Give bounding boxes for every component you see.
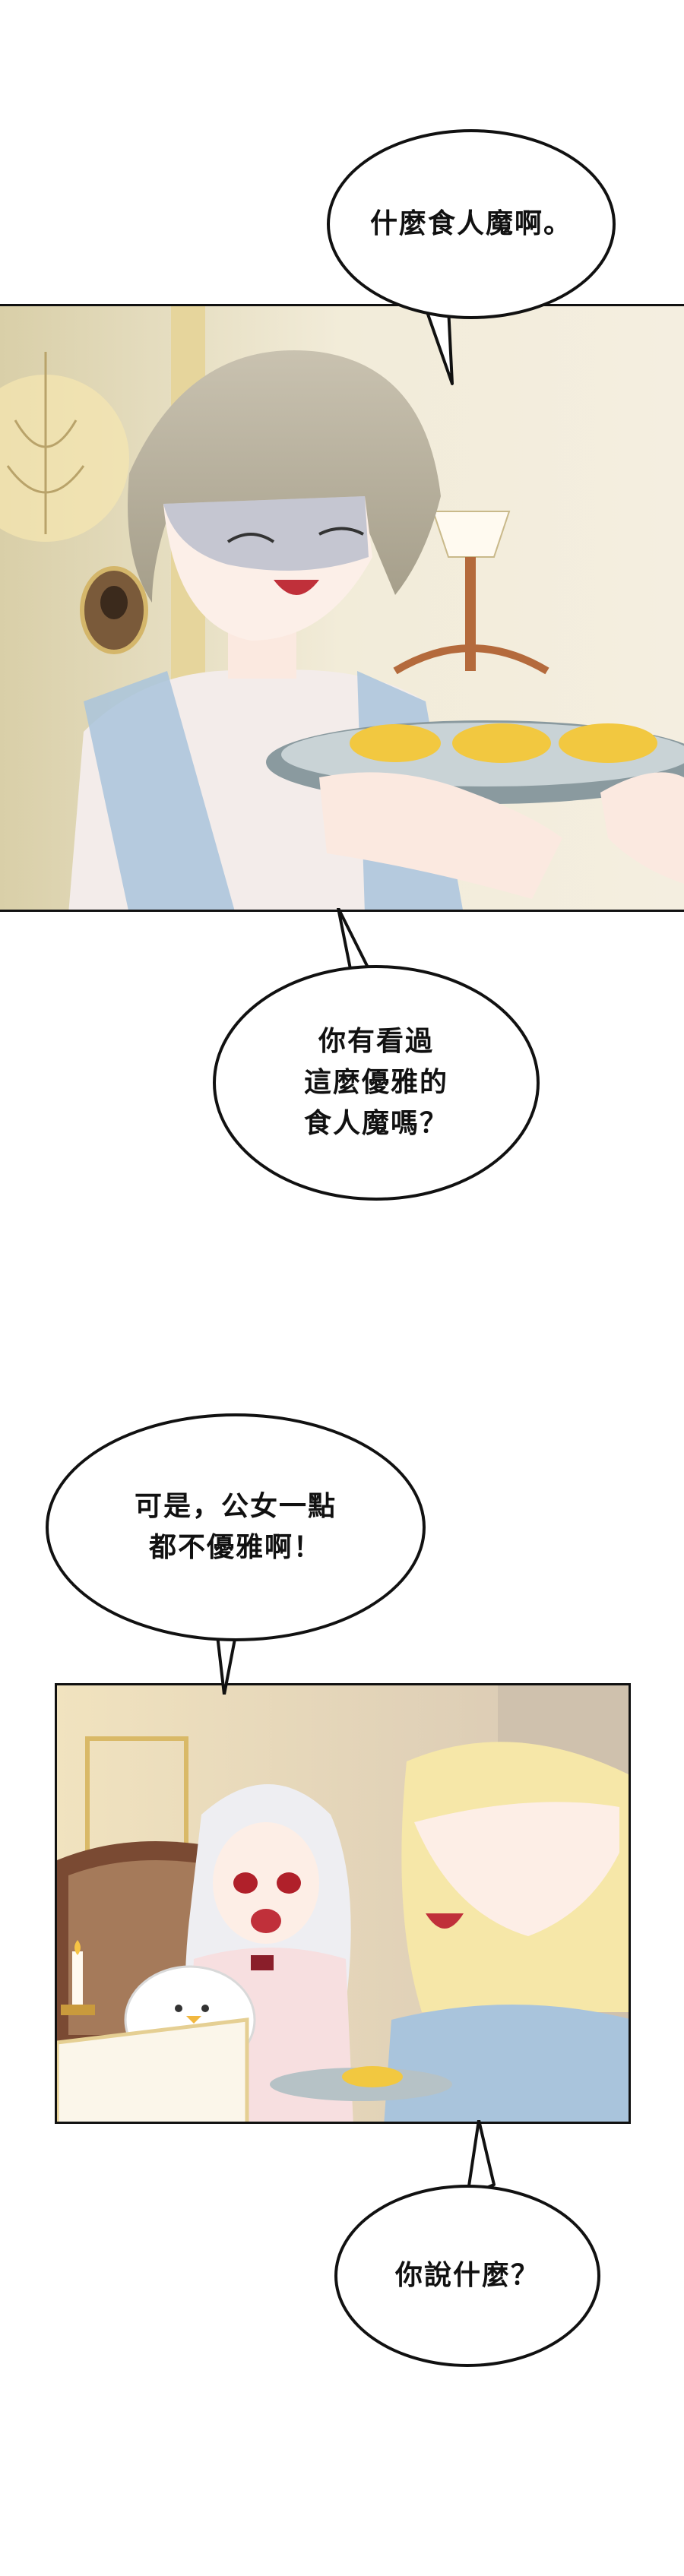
bubble-1-text: 什麼食人魔啊。 — [369, 208, 572, 239]
bubble-4-text: 你說什麼？ — [394, 2260, 540, 2291]
speech-bubble-3: 可是，公女一點 都不優雅啊！ — [46, 1413, 426, 1641]
bubble-1-tail — [424, 308, 454, 385]
panel-1-illustration — [0, 306, 684, 910]
panel-1 — [0, 304, 684, 912]
bubble-3-text: 可是，公女一點 都不優雅啊！ — [134, 1491, 337, 1563]
panel-2 — [55, 1683, 631, 2124]
bubble-2-text: 你有看過 這麼優雅的 食人魔嗎？ — [303, 1026, 448, 1139]
speech-bubble-2: 你有看過 這麼優雅的 食人魔嗎？ — [213, 965, 540, 1201]
speech-bubble-1: 什麼食人魔啊。 — [327, 129, 616, 319]
speech-bubble-4: 你說什麼？ — [334, 2185, 600, 2367]
panel-2-illustration — [57, 1685, 629, 2122]
